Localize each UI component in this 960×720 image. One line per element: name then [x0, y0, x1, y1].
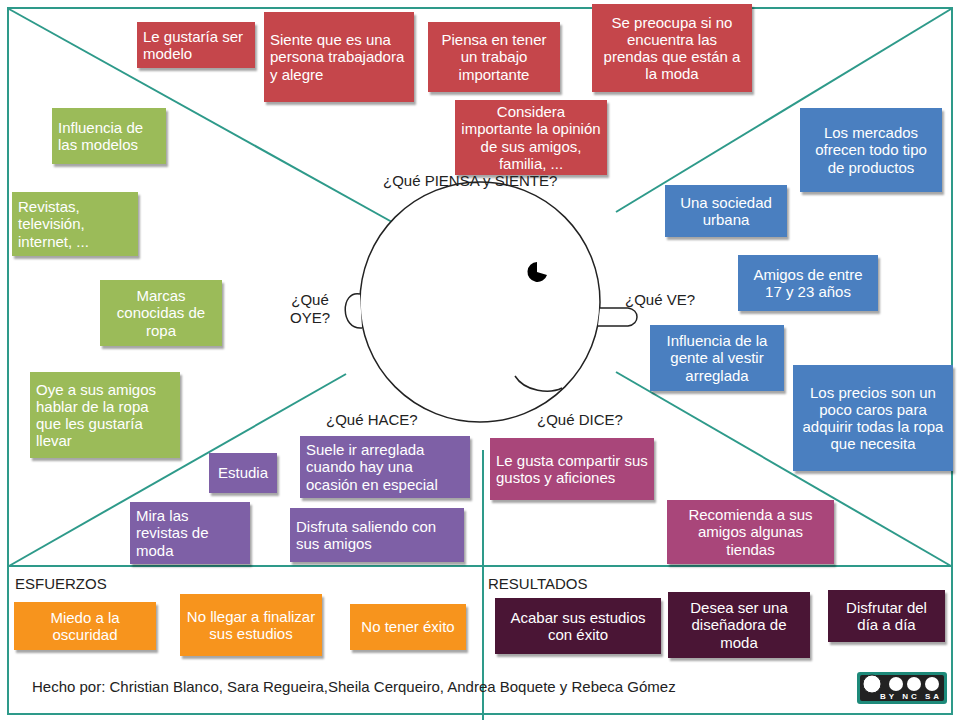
sticky-note: Mira las revistas de moda: [130, 502, 250, 564]
note-text: Recomienda a sus amigos algunas tiendas: [673, 506, 828, 558]
cc-icon: [925, 677, 939, 691]
nose: [598, 308, 637, 326]
note-text: Oye a sus amigos hablar de la ropa que l…: [36, 381, 174, 450]
note-text: No llegar a finalizar sus estudios: [186, 608, 316, 643]
divider-line: [9, 565, 951, 567]
section-label: ¿Qué DICE?: [537, 411, 623, 429]
sticky-note: Recomienda a sus amigos algunas tiendas: [667, 500, 834, 564]
ear: [345, 294, 362, 328]
sticky-note: Estudia: [209, 453, 277, 493]
note-text: Siente que es una persona trabajadora y …: [270, 31, 408, 83]
mouth: [515, 376, 562, 391]
note-text: Considera importante la opinión de sus a…: [461, 103, 601, 172]
sticky-note: Disfrutar del día a día: [828, 590, 945, 642]
note-text: Los mercados ofrecen todo tipo de produc…: [806, 124, 936, 176]
note-text: Influencia de la gente al vestir arregla…: [656, 332, 778, 384]
sticky-note: Considera importante la opinión de sus a…: [455, 100, 607, 175]
section-label: ESFUERZOS: [15, 575, 107, 593]
outer-frame: [8, 8, 952, 714]
cc-badge-inner: [860, 675, 944, 701]
cc-icon: [907, 677, 921, 691]
section-label: ¿Qué OYE?: [286, 291, 334, 327]
sticky-note: Los precios son un poco caros para adqui…: [793, 365, 953, 471]
cc-icon: [889, 677, 903, 691]
sticky-note: Revistas, televisión, internet, ...: [12, 192, 138, 256]
sticky-note: Oye a sus amigos hablar de la ropa que l…: [30, 372, 180, 458]
note-text: Desea ser una diseñadora de moda: [674, 599, 804, 651]
note-text: Revistas, televisión, internet, ...: [18, 198, 132, 250]
sticky-note: Influencia de las modelos: [52, 108, 166, 164]
note-text: Suele ir arreglada cuando hay una ocasió…: [306, 441, 464, 493]
head-circle: [360, 182, 600, 422]
note-text: Mira las revistas de moda: [136, 507, 244, 559]
note-text: Amigos de entre 17 y 23 años: [744, 266, 872, 301]
note-text: Estudia: [215, 464, 271, 481]
sticky-note: Miedo a la oscuridad: [14, 602, 156, 650]
note-text: Influencia de las modelos: [58, 119, 160, 154]
sticky-note: Le gusta compartir sus gustos y aficione…: [490, 438, 654, 500]
note-text: Miedo a la oscuridad: [20, 609, 150, 644]
credits-text: Hecho por: Christian Blanco, Sara Reguei…: [32, 678, 676, 696]
sticky-note: Influencia de la gente al vestir arregla…: [650, 325, 784, 391]
cc-badge: [857, 672, 947, 704]
sticky-note: Le gustaría ser modelo: [137, 22, 255, 68]
sticky-note: Una sociedad urbana: [665, 185, 787, 237]
sticky-note: Amigos de entre 17 y 23 años: [738, 255, 878, 311]
sticky-note: Piensa en tener un trabajo importante: [428, 22, 560, 92]
cc-circle: [863, 675, 881, 693]
note-text: No tener éxito: [356, 618, 460, 635]
sticky-note: Los mercados ofrecen todo tipo de produc…: [800, 108, 942, 192]
sticky-note: No tener éxito: [350, 604, 466, 650]
note-text: Le gusta compartir sus gustos y aficione…: [496, 452, 648, 487]
note-text: Se preocupa si no encuentra las prendas …: [598, 14, 746, 83]
note-text: Acabar sus estudios con éxito: [501, 609, 655, 644]
sticky-note: Disfruta saliendo con sus amigos: [290, 508, 464, 562]
sticky-note: Se preocupa si no encuentra las prendas …: [592, 4, 752, 92]
section-label: RESULTADOS: [488, 575, 587, 593]
sticky-note: Desea ser una diseñadora de moda: [668, 592, 810, 658]
sticky-note: Acabar sus estudios con éxito: [495, 598, 661, 654]
section-label: ¿Qué PIENSA y SIENTE?: [383, 172, 557, 190]
note-text: Disfruta saliendo con sus amigos: [296, 518, 458, 553]
sticky-note: Marcas conocidas de ropa: [100, 280, 222, 346]
note-text: Marcas conocidas de ropa: [106, 287, 216, 339]
license-text: BY NC SA: [880, 692, 942, 702]
sticky-note: Suele ir arreglada cuando hay una ocasió…: [300, 436, 470, 498]
eye: [527, 262, 547, 282]
sticky-note: Siente que es una persona trabajadora y …: [264, 12, 414, 102]
section-label: ¿Qué HACE?: [326, 411, 418, 429]
note-text: Disfrutar del día a día: [834, 599, 939, 634]
section-label: ¿Qué VE?: [625, 291, 695, 309]
note-text: Piensa en tener un trabajo importante: [434, 31, 554, 83]
note-text: Le gustaría ser modelo: [143, 28, 249, 63]
note-text: Una sociedad urbana: [671, 194, 781, 229]
note-text: Los precios son un poco caros para adqui…: [799, 384, 947, 453]
sticky-note: No llegar a finalizar sus estudios: [180, 594, 322, 656]
